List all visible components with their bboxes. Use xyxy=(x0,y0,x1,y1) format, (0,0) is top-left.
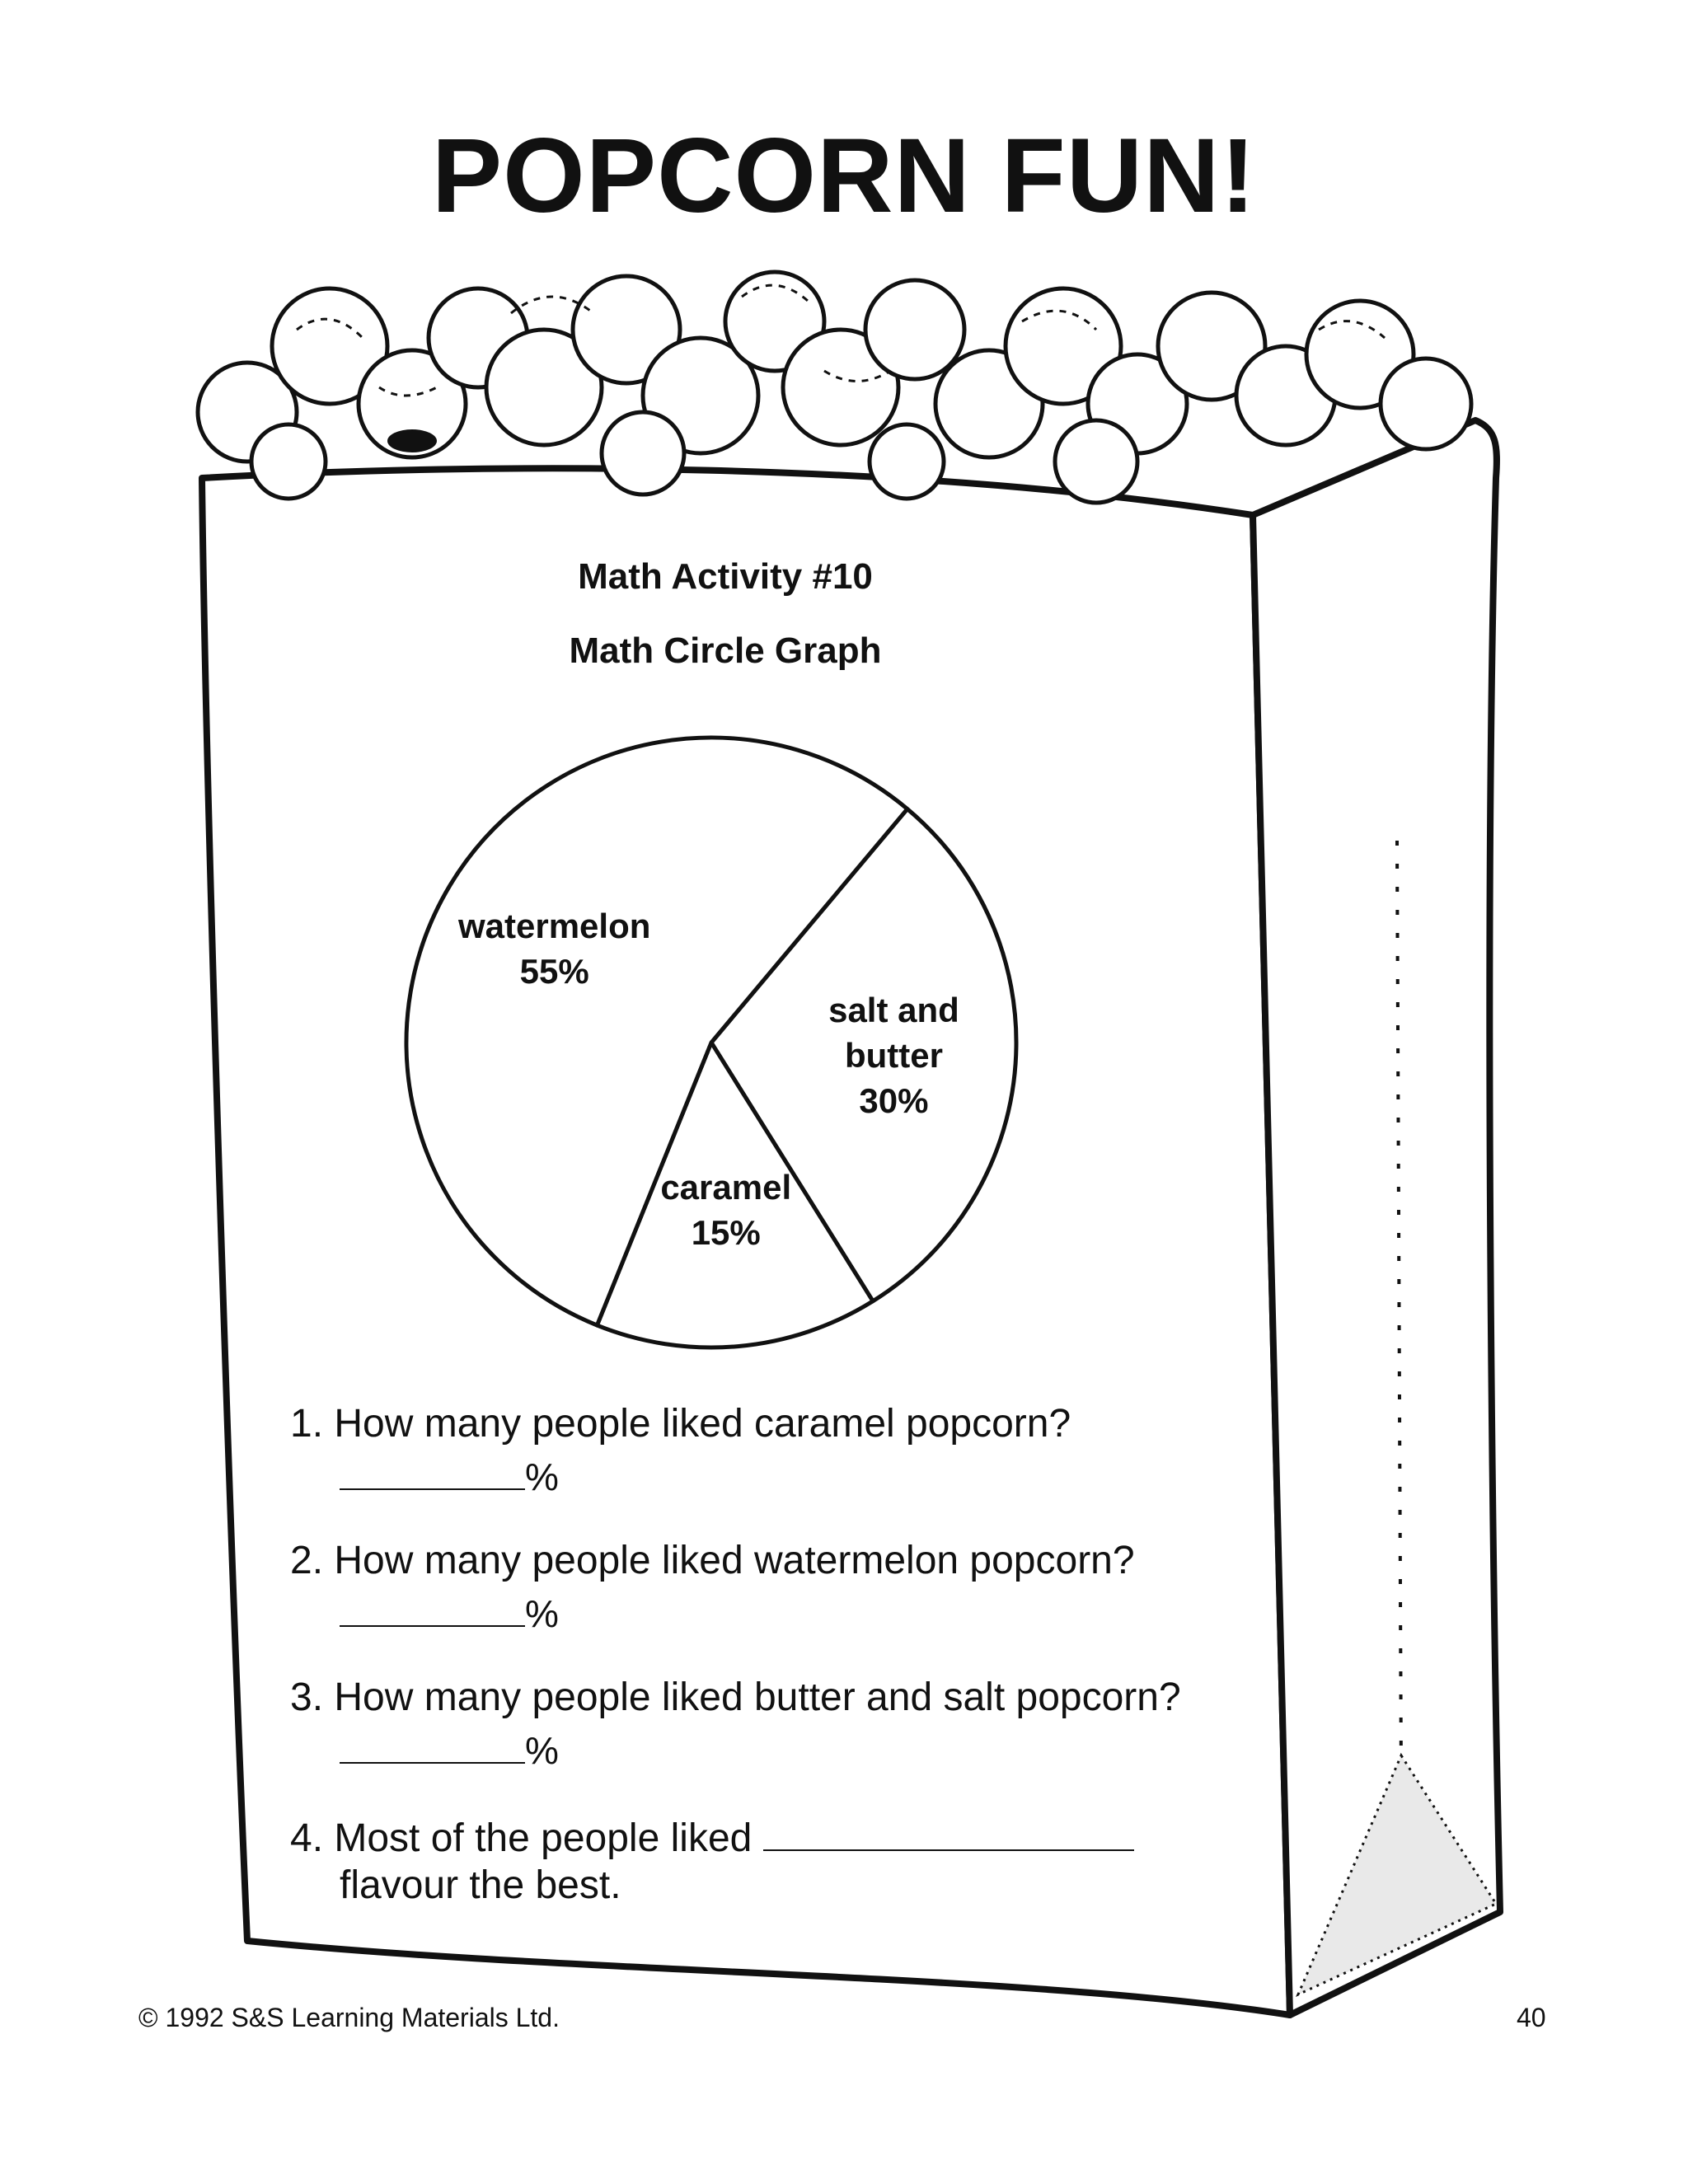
pie-slice-caramel xyxy=(594,1040,875,1350)
page-title: POPCORN FUN! xyxy=(431,117,1257,235)
answer-blank-2[interactable]: % xyxy=(340,1589,559,1636)
answer-blank-4[interactable] xyxy=(762,1813,1134,1851)
question-4-continued: flavour the best. xyxy=(340,1863,621,1907)
answer-blank-1[interactable]: % xyxy=(340,1452,559,1499)
pie-slice-salt-and-butter xyxy=(709,807,1019,1304)
question-1: 1. How many people liked caramel popcorn… xyxy=(290,1402,1071,1446)
answer-blank-3[interactable]: % xyxy=(340,1726,559,1773)
bag-side-panel xyxy=(1250,417,1503,2018)
graph-label: Math Circle Graph xyxy=(569,630,882,671)
bag-bottom-gusset xyxy=(1296,1752,1498,1997)
pie-slice-watermelon xyxy=(404,735,910,1328)
circle-graph xyxy=(404,735,1019,1350)
page-number: 40 xyxy=(1517,2003,1546,2032)
popcorn-shadow xyxy=(387,429,437,452)
question-3: 3. How many people liked butter and salt… xyxy=(290,1675,1181,1719)
popcorn-crease-lines xyxy=(296,284,1386,397)
question-4: 4. Most of the people liked xyxy=(290,1813,1134,1862)
popcorn-kernels xyxy=(195,269,1474,505)
question-2: 2. How many people liked watermelon popc… xyxy=(290,1539,1135,1582)
activity-label: Math Activity #10 xyxy=(578,556,873,597)
copyright: © 1992 S&S Learning Materials Ltd. xyxy=(138,2003,560,2032)
